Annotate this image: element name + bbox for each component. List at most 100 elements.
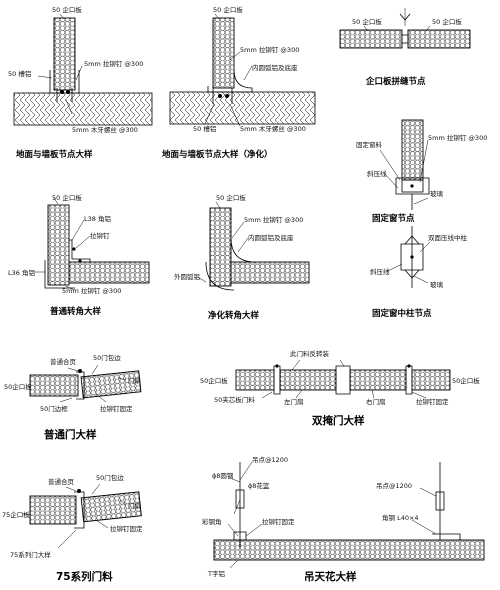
d2-top-label: 50 企口板 xyxy=(213,5,243,14)
d11-title: 吊天花大样 xyxy=(304,570,357,583)
horizontal-panel-2 xyxy=(230,261,310,284)
d11-t-label: T字铝 xyxy=(207,569,225,578)
d8-title: 普通门大样 xyxy=(44,428,97,441)
d11-hang2-label: 吊点@1200 xyxy=(376,482,412,490)
d1-top-label: 50 企口板 xyxy=(52,5,82,14)
l36-angle xyxy=(44,260,75,289)
d5-rivet2-label: 5mm 拉铆钉 @300 xyxy=(62,286,121,295)
d8-wrap-label: 50门包边 xyxy=(93,353,121,362)
detail-ordinary-corner xyxy=(32,197,150,291)
d4-title: 固定窗节点 xyxy=(372,213,415,224)
d11-color-label: 彩钢角 xyxy=(202,517,222,526)
d7-press-label: 斜压线 xyxy=(370,267,390,276)
d6-arc-label: 内圆弧铝及底座 xyxy=(248,233,294,242)
d11-fix-label: 拉铆钉固定 xyxy=(262,517,295,526)
d2-groove-label: 50 槽铝 xyxy=(193,124,216,133)
d4-rivet-label: 5mm 拉铆钉 @300 xyxy=(428,133,487,142)
d7-title: 固定窗中柱节点 xyxy=(372,308,432,319)
detail-ordinary-door xyxy=(29,364,142,403)
d11-angle-label: 角钢 L40×4 xyxy=(382,513,419,522)
d10-wrap-label: 50门包边 xyxy=(96,473,124,482)
detail-ceiling-hanging xyxy=(213,461,485,569)
floor-hatch xyxy=(13,92,153,126)
door-leaf xyxy=(80,370,142,399)
d4-frame-label: 固定窗料 xyxy=(356,140,383,149)
d2-screw-label: 5mm 木牙螺丝 @300 xyxy=(240,124,306,133)
detail-double-door xyxy=(235,359,451,399)
d1-title: 地面与墙板节点大样 xyxy=(16,149,93,160)
d7-mullion-label: 双面压线中柱 xyxy=(428,233,468,242)
wall-panel-2 xyxy=(212,17,235,89)
l38-angle xyxy=(69,239,91,262)
d9-title: 双掩门大样 xyxy=(311,414,365,427)
d3-right-label: 50 企口板 xyxy=(432,17,462,26)
d8-frame-label: 50门边框 xyxy=(40,404,68,413)
d10-title: 75系列门料 xyxy=(56,570,113,583)
d9-core-label: 50夹芯板门料 xyxy=(214,395,255,404)
vertical-panel-2 xyxy=(209,207,232,287)
d10-series-label: 75系列门大样 xyxy=(10,550,51,559)
d9-right-label: 50企口板 xyxy=(452,376,480,385)
mullion xyxy=(400,243,424,271)
d5-rivet-label: 拉铆钉 xyxy=(90,231,110,240)
d11-bolt-label: ϕ8花篮 xyxy=(248,481,270,490)
detail-clean-corner xyxy=(195,201,310,291)
wall-panel-75 xyxy=(29,495,77,525)
d2-arc-label: 内圆弧铝及底座 xyxy=(252,63,298,72)
d9-rdoor-label: 右门扇 xyxy=(366,397,386,406)
d9-ldoor-label: 左门扇 xyxy=(284,397,304,406)
d4-glass-label: 玻璃 xyxy=(430,189,444,198)
outer-arc xyxy=(205,261,235,291)
wall-panel-door xyxy=(29,374,79,397)
d11-hang-label: 吊点@1200 xyxy=(252,456,288,464)
steel-angle xyxy=(432,533,461,540)
d5-l38-label: L38 角铝 xyxy=(84,214,111,223)
vertical-panel xyxy=(47,204,70,286)
detail-floor-wall-joint xyxy=(13,13,153,126)
d10-hinge-label: 普通合页 xyxy=(48,477,75,486)
door-leaf-75 xyxy=(80,491,142,523)
d9-left-label: 50企口板 xyxy=(200,376,228,385)
d4-press-label: 斜压线 xyxy=(367,169,387,178)
d9-top-label: 此门料反转装 xyxy=(290,349,330,358)
groove-aluminum xyxy=(49,70,80,94)
d1-rivet-label: 5mm 拉铆钉 @300 xyxy=(84,59,143,68)
d6-title: 净化转角大样 xyxy=(208,310,260,321)
d8-panel-label: 50企口板 xyxy=(4,382,32,391)
right-wall-panel xyxy=(411,369,451,391)
d6-rivet-label: 5mm 拉铆钉 @300 xyxy=(244,215,303,224)
d3-left-label: 50 企口板 xyxy=(352,17,382,26)
d8-door-label: 门扇 xyxy=(128,376,141,385)
ceiling-panel xyxy=(213,539,485,561)
right-door-leaf xyxy=(349,369,407,391)
detail-tongue-groove-seam xyxy=(339,8,471,49)
d5-top-label: 50 企口板 xyxy=(52,193,82,202)
d2-rivet-label: 5mm 拉铆钉 @300 xyxy=(240,45,299,54)
d1-screw-label: 5mm 木牙螺丝 @300 xyxy=(72,125,138,134)
detail-floor-wall-joint-clean xyxy=(169,13,316,127)
d5-title: 普通转角大样 xyxy=(50,306,102,317)
d6-outer-label: 外圆弧铝 xyxy=(174,272,200,281)
d6-top-label: 50 企口板 xyxy=(216,193,246,202)
horizontal-panel xyxy=(68,261,150,284)
d10-panel-label: 75企口板 xyxy=(2,510,30,519)
d10-fix-label: 拉铆钉固定 xyxy=(110,524,143,533)
d9-fix-label: 拉铆钉固定 xyxy=(416,397,449,406)
right-panel xyxy=(407,29,471,49)
left-door-leaf xyxy=(279,369,337,391)
inner-arc xyxy=(230,237,256,263)
d5-l36-label: L36 角铝 xyxy=(8,268,35,277)
floor-hatch-2 xyxy=(169,91,316,125)
detail-75-series-door xyxy=(22,483,142,549)
wall-panel xyxy=(53,17,76,91)
d10-door-label: 门扇 xyxy=(128,501,141,510)
window-wall-panel xyxy=(401,119,424,181)
left-panel xyxy=(339,29,403,49)
d11-rod-label: ϕ8圆钢 xyxy=(212,472,234,480)
inner-arc-aluminum xyxy=(207,69,253,93)
d1-groove-label: 50 槽铝 xyxy=(8,69,31,78)
d3-title: 企口板拼缝节点 xyxy=(365,76,426,87)
detail-fixed-window xyxy=(379,119,430,210)
detail-window-mullion xyxy=(385,226,431,288)
